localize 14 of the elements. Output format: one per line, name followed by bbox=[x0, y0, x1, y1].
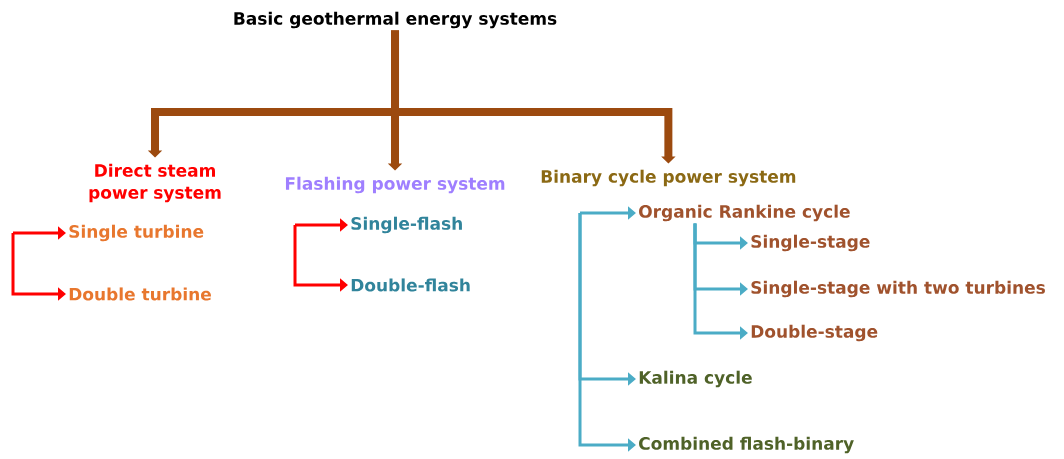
category-label: Double-flash bbox=[351, 278, 470, 292]
category-label: Single-flash bbox=[351, 216, 462, 234]
category-label: Organic Rankine cycle bbox=[639, 204, 850, 222]
category-label: Single turbine bbox=[69, 224, 204, 242]
category-label: Combined flash-binary bbox=[639, 436, 854, 454]
category-label: Flashing power system bbox=[285, 176, 505, 194]
category-label: Double turbine bbox=[69, 287, 211, 301]
category-label: Double-stage bbox=[751, 324, 878, 342]
category-label: Binary cycle power system bbox=[541, 169, 796, 187]
category-label: Kalina cycle bbox=[639, 370, 752, 388]
heading-text: Basic geothermal energy systems bbox=[234, 11, 557, 29]
category-label: Direct steam power system bbox=[89, 163, 221, 203]
category-label: Single-stage with two turbines bbox=[751, 280, 1045, 298]
category-label: Single-stage bbox=[751, 234, 870, 252]
